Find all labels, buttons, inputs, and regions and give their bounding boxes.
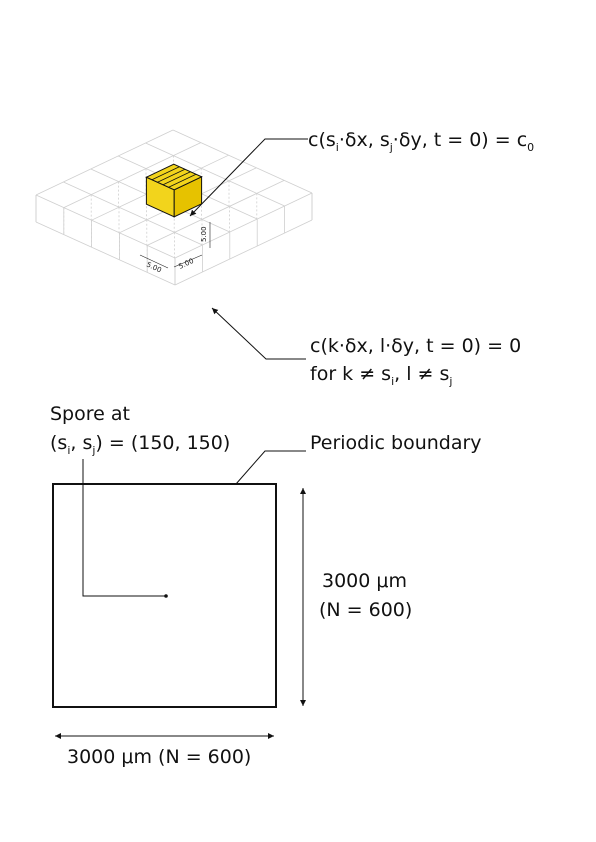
vertical-dimension-n-label: (N = 600)	[319, 599, 412, 621]
periodic-boundary-label: Periodic boundary	[310, 432, 482, 454]
grid-line	[35, 221, 176, 286]
grid-line	[147, 180, 285, 246]
spore-condition-label: c(si·δx, sj·δy, t = 0) = c0	[308, 129, 534, 154]
other-cells-condition-line2: for k ≠ si, l ≠ sj	[310, 363, 452, 388]
other-cells-condition-line1: c(k·δx, l·δy, t = 0) = 0	[310, 335, 521, 357]
cube-dim-label-vertical: 5.00	[200, 226, 208, 242]
grid-line	[174, 219, 313, 286]
spore-cube-hatch	[151, 166, 180, 181]
spore-cube-top-face	[145, 163, 203, 191]
spore-condition-leader	[189, 138, 308, 217]
cube-dim-label-right: 5.00	[177, 257, 195, 271]
periodic-boundary-leader	[235, 450, 306, 485]
spore-location-leader	[82, 459, 166, 597]
grid-line	[63, 181, 203, 246]
spore-coordinates-label: (si, sj) = (150, 150)	[50, 432, 230, 457]
grid-line	[145, 142, 285, 207]
spore-cell-cube	[145, 163, 203, 218]
grid-line	[35, 129, 174, 196]
isometric-grid	[35, 129, 313, 286]
cube-dimensions: 5.00 5.00 5.00	[139, 222, 211, 274]
spore-cube-hatch	[168, 173, 197, 188]
simulation-domain	[52, 483, 277, 708]
grid-line	[63, 142, 201, 208]
spore-cube-hatch	[162, 171, 191, 186]
horizontal-dimension-label: 3000 μm (N = 600)	[67, 746, 251, 768]
grid-line	[174, 192, 313, 259]
spore-point	[164, 594, 168, 598]
spore-cube-hatch	[157, 168, 186, 183]
spore-at-label: Spore at	[50, 403, 130, 425]
grid-line	[35, 194, 176, 259]
vertical-dimension-label: 3000 μm	[322, 570, 407, 592]
other-cells-leader	[211, 307, 306, 360]
